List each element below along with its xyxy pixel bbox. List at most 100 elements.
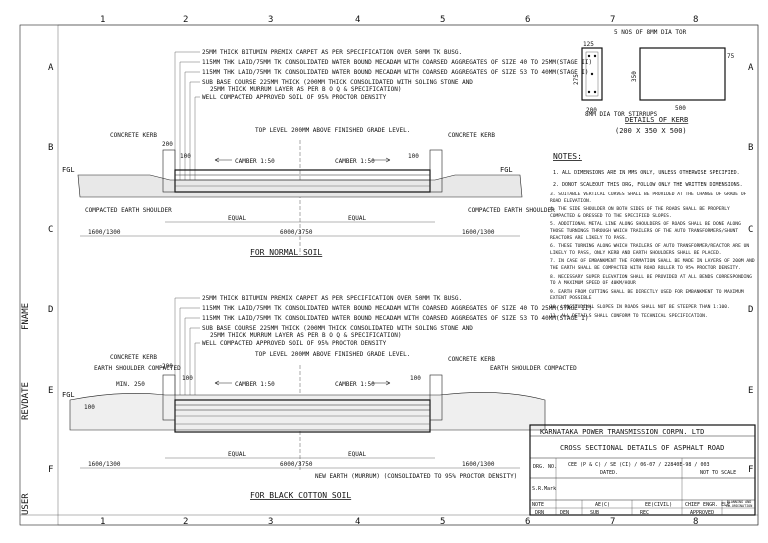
title-row-label: NOTE [532, 502, 544, 508]
side-labels: FNAME REVDATE USER [21, 303, 31, 515]
side-label-revdate: REVDATE [21, 382, 31, 420]
concrete-kerb-right [429, 149, 443, 193]
kerb-section [581, 47, 603, 101]
camber-right-label: CAMBER 1:50 [335, 158, 375, 165]
col-label: 1 [100, 15, 105, 25]
new-earth-note: NEW EARTH (MURRUM) (CONSOLIDATED TO 95% … [315, 473, 517, 480]
normal-soil-title: FOR NORMAL SOIL [250, 248, 322, 257]
col-label: 8 [693, 15, 698, 25]
planning-label: PLANNING AND CO-ORDINATION [725, 500, 753, 508]
col-label: 6 [525, 517, 530, 527]
ae-label: AE(C) [595, 502, 610, 508]
drg-no-value: CEE (P & C) / SE (CI) / 06-07 / 22840E-9… [568, 462, 709, 468]
ee-label: EE(CIVIL) [645, 502, 672, 508]
kerb-elevation [639, 47, 726, 101]
title-row-label: DRN [535, 510, 544, 516]
note-item: 9. EARTH FROM CUTTING SHALL BE DIRECTLY … [550, 289, 744, 302]
note-item: 7. IN CASE OF EMBANKMENT THE FORMATION S… [550, 259, 755, 271]
layer-label: 115MM THK LAID/75MM TK CONSOLIDATED WATE… [202, 305, 592, 312]
notes: NOTES: 1. ALL DIMENSIONS ARE IN MMS ONLY… [550, 152, 755, 319]
row-label: F [48, 465, 53, 475]
row-label: C [48, 225, 53, 235]
dim-200: 200 [162, 141, 173, 148]
normal-soil-section: 25MM THICK BITUMIN PREMIX CARPET AS PER … [62, 49, 592, 257]
dim-left: 1600/1300 [88, 461, 121, 468]
kerb-bars: 5 NOS OF 8MM DIA TOR [614, 29, 687, 36]
row-label: B [748, 143, 753, 153]
row-label: A [748, 63, 754, 73]
kerb-left-label: CONCRETE KERB [110, 132, 157, 139]
dim-100: 100 [182, 375, 193, 382]
shoulder-left-label: EARTH SHOULDER COMPACTED [94, 365, 181, 372]
shoulder-right-label: COMPACTED EARTH SHOULDER [468, 207, 555, 214]
col-label: 4 [355, 15, 360, 25]
dim-100: 100 [408, 153, 419, 160]
dim-center: 6000/3750 [280, 229, 313, 236]
concrete-kerb-left [162, 374, 176, 421]
kerb-stirrups: 8MM DIA TOR STIRRUPS [585, 111, 658, 118]
col-label: 2 [183, 15, 188, 25]
company-name: KARNATAKA POWER TRANSMISSION CORPN. LTD [540, 428, 704, 436]
row-label: A [48, 63, 54, 73]
title-row-label: REC [640, 510, 649, 516]
col-label: 1 [100, 517, 105, 527]
fgl-label: FGL [500, 166, 513, 174]
col-label: 5 [440, 517, 445, 527]
equal-label: EQUAL [348, 215, 366, 222]
kerb-dim: 75 [727, 53, 735, 60]
column-labels: 1 2 3 4 5 6 7 8 1 2 3 4 5 6 7 8 [100, 15, 698, 527]
dim-100: 100 [84, 404, 95, 411]
col-label: 7 [610, 517, 615, 527]
layer-label: 115MM THK LAID/75MM TK CONSOLIDATED WATE… [202, 315, 589, 322]
top-level-note: TOP LEVEL 200MM ABOVE FINISHED GRADE LEV… [255, 351, 410, 358]
fgl-label: FGL [62, 166, 75, 174]
dim-200: 200 [162, 363, 173, 370]
note-item: 5. ADDITIONAL METAL LINE ALONG SHOULDERS… [550, 222, 741, 241]
scale-label: NOT TO SCALE [700, 470, 736, 476]
kerb-subtitle: (200 X 350 X 500) [615, 127, 687, 135]
title-row-label: SUB [590, 510, 599, 516]
row-label: C [748, 225, 753, 235]
row-labels: A B C D E F A B C D E F [48, 63, 754, 475]
min-slope: MIN. 250 [116, 381, 145, 388]
side-label-user: USER [21, 493, 31, 515]
layer-label: 25MM THICK BITUMIN PREMIX CARPET AS PER … [202, 295, 462, 302]
note-item: 4. THE SIDE SHOULDER ON BOTH SIDES OF TH… [550, 207, 730, 219]
col-label: 5 [440, 15, 445, 25]
col-label: 4 [355, 517, 360, 527]
note-item: 3. SUITABLE VERTICAL CURVES SHALL BE PRO… [550, 192, 747, 204]
layer-label: 25MM THICK BITUMIN PREMIX CARPET AS PER … [202, 49, 462, 56]
col-label: 2 [183, 517, 188, 527]
layer-label: WELL COMPACTED APPROVED SOIL OF 95% PROC… [202, 340, 387, 347]
camber-left-label: CAMBER 1:50 [235, 381, 275, 388]
concrete-kerb-left [162, 149, 176, 193]
kerb-detail: 5 NOS OF 8MM DIA TOR 8MM DIA TOR STIRRUP… [573, 29, 735, 135]
layer-label: SUB BASE COURSE 225MM THICK (200MM THICK… [202, 325, 473, 332]
dated-label: DATED. [600, 470, 618, 476]
row-label: E [48, 386, 53, 396]
fgl-label: FGL [62, 391, 75, 399]
note-item: 11. ALL DETAILS SHALL CONFORM TO TECHNIC… [550, 313, 708, 319]
equal-label: EQUAL [348, 451, 366, 458]
shoulder-right-label: EARTH SHOULDER COMPACTED [490, 365, 577, 372]
notes-heading: NOTES: [553, 152, 582, 161]
dim-center: 6000/3750 [280, 461, 313, 468]
row-label: F [748, 465, 753, 475]
black-soil-section: 25MM THICK BITUMIN PREMIX CARPET AS PER … [62, 295, 592, 500]
dim-100: 100 [180, 153, 191, 160]
equal-label: EQUAL [228, 451, 246, 458]
kerb-dim: 125 [583, 41, 594, 48]
row-label: B [48, 143, 53, 153]
kerb-dim: 275 [573, 74, 580, 85]
kerb-dim: 200 [586, 107, 597, 114]
approved-label: APPROVED [690, 510, 714, 516]
row-label: D [748, 305, 753, 315]
note-item: 10. LONGITUDINAL SLOPES IN ROADS SHALL N… [550, 304, 730, 310]
kerb-dim: 350 [631, 71, 638, 82]
black-soil-ground [69, 392, 546, 431]
layer-label: 115MM THK LAID/75MM TK CONSOLIDATED WATE… [202, 69, 589, 76]
top-level-note: TOP LEVEL 200MM ABOVE FINISHED GRADE LEV… [255, 127, 410, 134]
kerb-title: DETAILS OF KERB [625, 116, 688, 124]
equal-label: EQUAL [228, 215, 246, 222]
col-label: 3 [268, 517, 273, 527]
